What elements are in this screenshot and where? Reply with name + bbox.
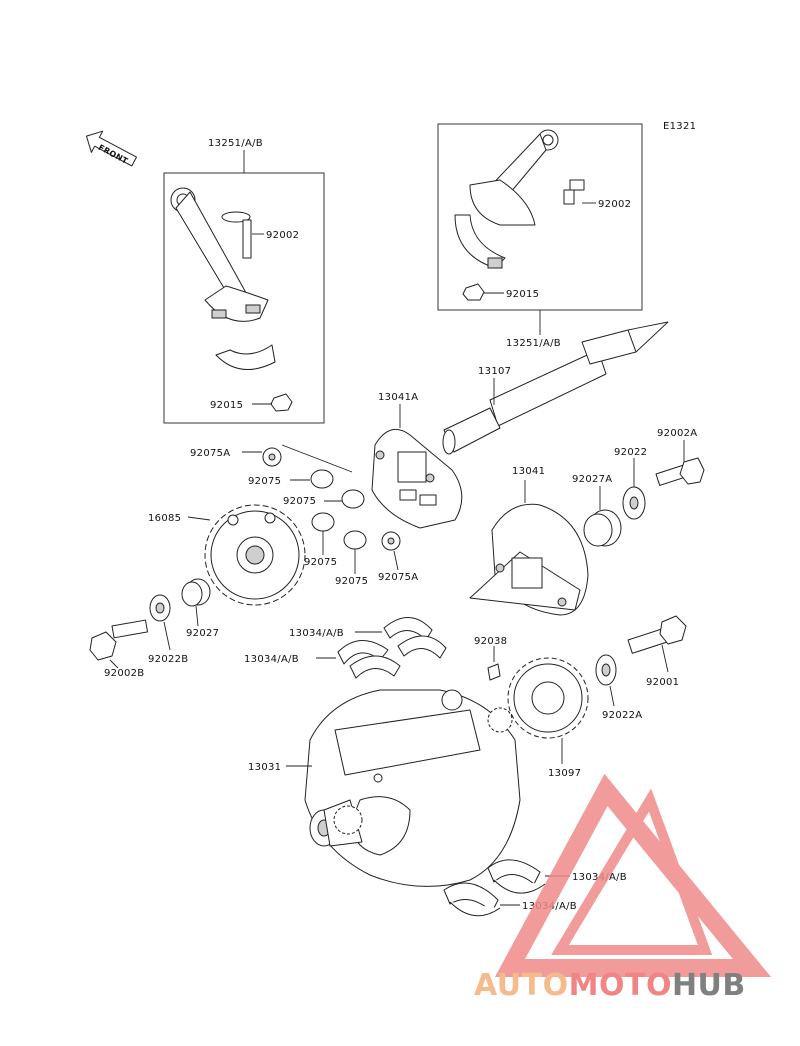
part-92015-left: 92015 [210,400,243,411]
part-92075-c: 92075 [304,557,337,568]
part-16085: 16085 [148,513,181,524]
nut-92015-right [462,283,485,301]
bearing-13034-lower-b [443,882,501,917]
bearing-13034-upper [383,617,447,659]
diagram-code: E1321 [663,121,696,132]
gear-92075A-bottom [381,531,401,551]
washer-92022B [149,594,171,622]
sprocket-13097 [507,657,589,739]
svg-text:AUTOMOTOHUB: AUTOMOTOHUB [474,968,746,1003]
bushing-92075-a [310,469,334,489]
part-92022A: 92022A [602,710,642,721]
part-13034-2: 13034/A/B [244,654,299,665]
bolt-92002-right [563,179,585,205]
part-92075A-bottom: 92075A [378,572,418,583]
collar-92027 [181,578,211,607]
shaft-13107 [442,321,669,455]
part-92038: 92038 [474,636,507,647]
watermark-moto: MOTO [569,968,672,1003]
part-92075-b: 92075 [283,496,316,507]
part-92001: 92001 [646,677,679,688]
part-92022B: 92022B [148,654,188,665]
bolt-92001 [627,615,687,654]
bushing-92075-d [343,530,367,550]
collar-92027A [583,509,622,547]
bolt-92002A [655,457,705,486]
part-13031: 13031 [248,762,281,773]
logo-triangle-outer [494,773,772,977]
part-92027: 92027 [186,628,219,639]
part-13034-1: 13034/A/B [289,628,344,639]
automotohub-logo: AUTOMOTOHUB [474,773,772,1003]
connecting-rod-right [454,129,559,269]
bearing-13034-middle [337,640,401,679]
part-92002-left: 92002 [266,230,299,241]
logo-triangle-inner [551,788,713,955]
part-13041: 13041 [512,466,545,477]
washer-92022 [622,486,646,520]
washer-92022A [595,654,617,686]
bolt-92002B [89,619,149,661]
part-13107: 13107 [478,366,511,377]
watermark-hub: HUB [672,968,746,1003]
part-13097: 13097 [548,768,581,779]
bushing-92075-b [341,489,365,509]
plate-13041 [469,503,589,616]
nut-92015-left [270,393,293,412]
gear-92075A-top [262,447,282,467]
part-92075A-top: 92075A [190,448,230,459]
watermark-auto: AUTO [474,968,569,1003]
part-13041A: 13041A [378,392,418,403]
bolt-92002-left [221,211,252,259]
part-92075-d: 92075 [335,576,368,587]
connecting-rod-left [170,187,276,371]
part-92075-a: 92075 [248,476,281,487]
part-92022: 92022 [614,447,647,458]
part-92015-right: 92015 [506,289,539,300]
crankshaft-13031 [304,689,521,887]
sprocket-16085 [204,504,306,606]
part-92002B: 92002B [104,668,144,679]
part-92002-right: 92002 [598,199,631,210]
bushing-92075-c [311,512,335,532]
part-92002A: 92002A [657,428,697,439]
part-13251-left: 13251/A/B [208,138,263,149]
part-13251-right: 13251/A/B [506,338,561,349]
front-arrow-icon: FRONT [85,130,137,167]
plate-13041A [371,428,463,529]
key-92038 [487,663,501,681]
part-92027A: 92027A [572,474,612,485]
bearing-13034-lower-a [487,859,546,894]
